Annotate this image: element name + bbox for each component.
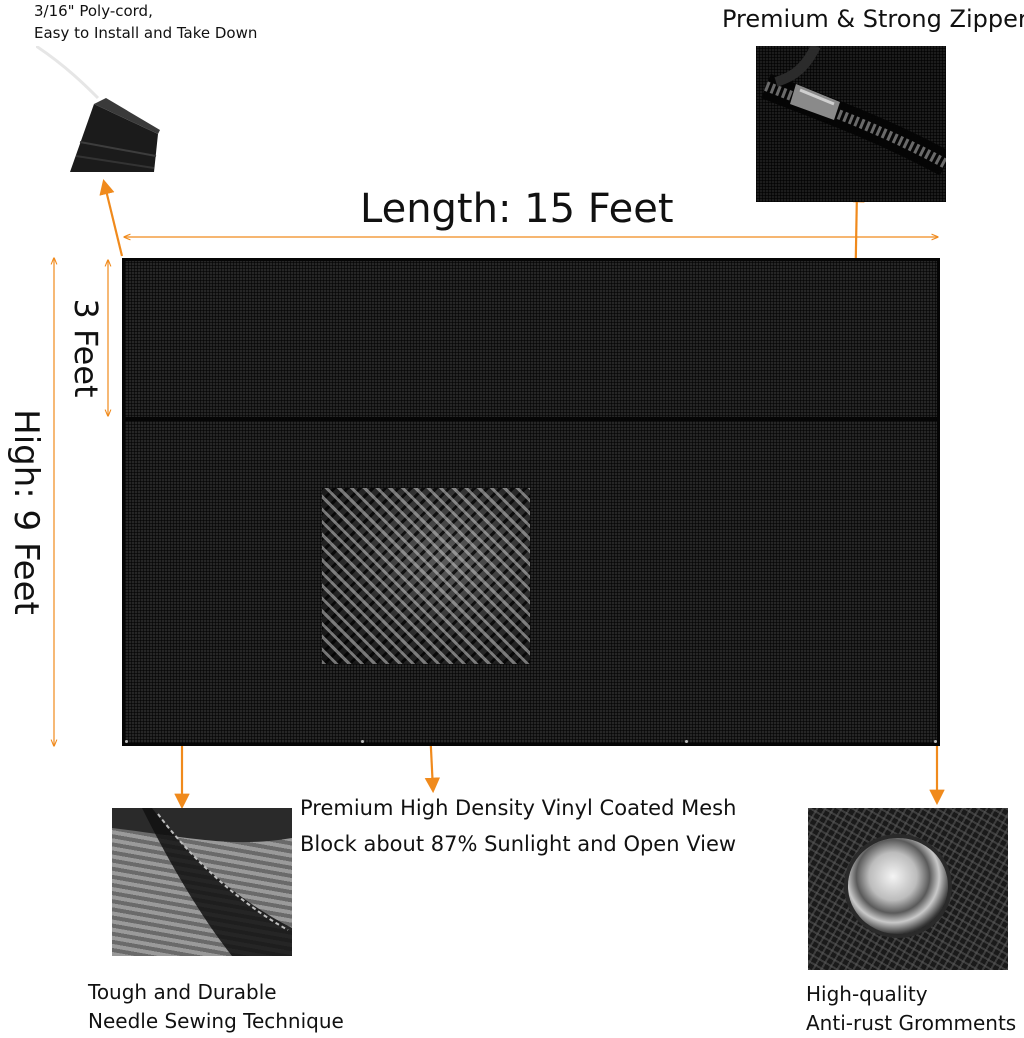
grommet-dot bbox=[934, 740, 937, 743]
sewing-caption-line1: Tough and Durable bbox=[88, 980, 277, 1004]
mesh-caption-line1: Premium High Density Vinyl Coated Mesh bbox=[300, 796, 737, 820]
total-height-label: High: 9 Feet bbox=[6, 409, 46, 615]
poly-cord-photo bbox=[36, 46, 162, 172]
cord-caption: 3/16" Poly-cord, Easy to Install and Tak… bbox=[34, 0, 257, 44]
privacy-screen-panel bbox=[122, 258, 940, 746]
length-label: Length: 15 Feet bbox=[360, 186, 674, 232]
cord-caption-line2: Easy to Install and Take Down bbox=[34, 24, 258, 42]
mesh-caption: Premium High Density Vinyl Coated Mesh B… bbox=[300, 790, 736, 862]
mesh-caption-line2: Block about 87% Sunlight and Open View bbox=[300, 832, 737, 856]
grommet-icon bbox=[848, 838, 948, 934]
zipper-seam bbox=[122, 417, 940, 421]
grommet-dot bbox=[125, 740, 128, 743]
cord-callout-arrow bbox=[99, 179, 124, 257]
grommet-photo bbox=[808, 808, 1008, 970]
sewing-caption: Tough and Durable Needle Sewing Techniqu… bbox=[88, 978, 344, 1036]
grommet-dot bbox=[685, 740, 688, 743]
sewing-photo bbox=[112, 808, 292, 956]
mesh-closeup-inset bbox=[322, 488, 530, 664]
zipper-caption: Premium & Strong Zipper bbox=[722, 5, 1024, 33]
grommets-caption-line1: High-quality bbox=[806, 982, 928, 1006]
zipper-photo bbox=[756, 46, 946, 202]
cord-caption-line1: 3/16" Poly-cord, bbox=[34, 2, 153, 20]
grommet-dot bbox=[361, 740, 364, 743]
panel-height-label: 3 Feet bbox=[67, 298, 105, 398]
grommets-caption: High-quality Anti-rust Gromments bbox=[806, 980, 1016, 1038]
sewing-caption-line2: Needle Sewing Technique bbox=[88, 1009, 344, 1033]
grommets-caption-line2: Anti-rust Gromments bbox=[806, 1011, 1017, 1035]
